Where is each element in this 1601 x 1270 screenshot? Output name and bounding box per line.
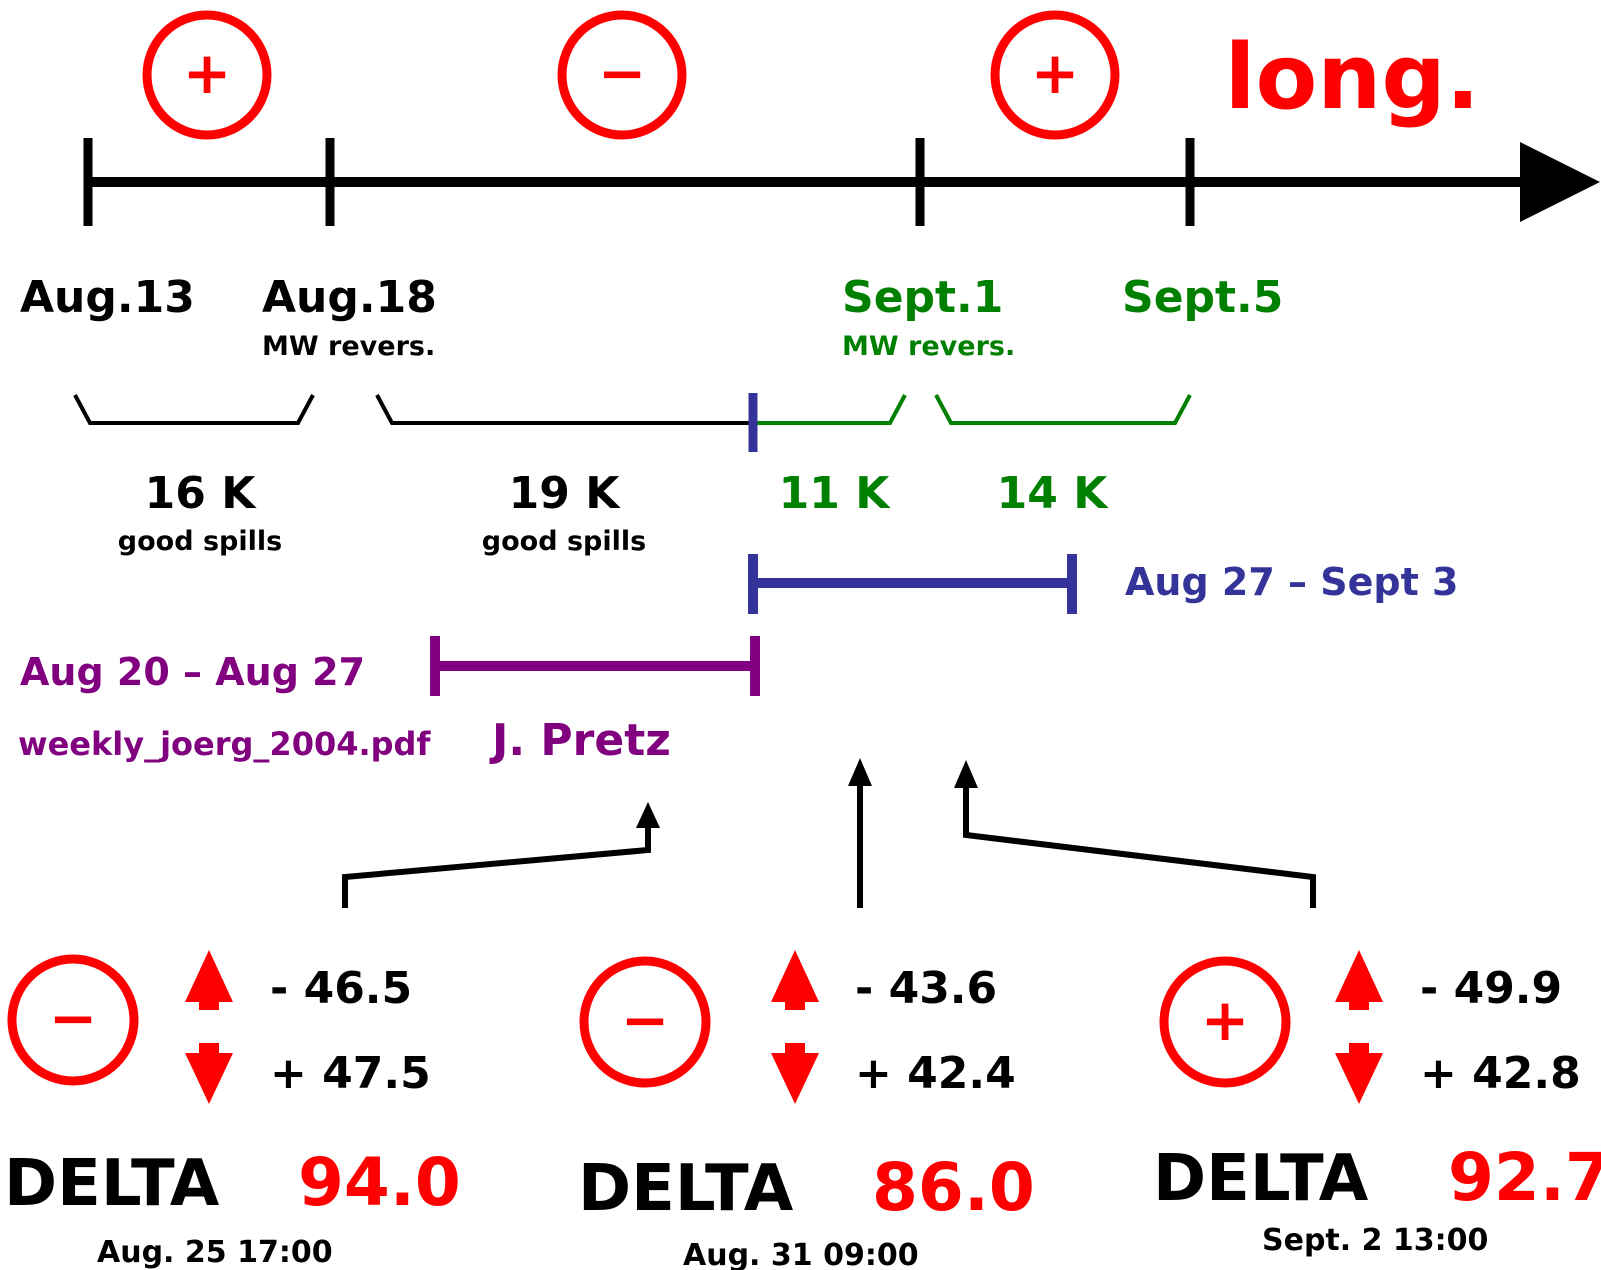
period-count-3: 11 K — [779, 468, 892, 519]
author-reference: J. Pretz — [489, 715, 671, 766]
date-sept1: Sept.1 — [842, 272, 1003, 323]
measurement-3: + - 49.9 + 42.8 DELTA 92.7 Sept. 2 13:00 — [1153, 950, 1601, 1258]
measurement-polarity-sign: − — [621, 986, 670, 1054]
arrow-down-icon — [185, 1043, 233, 1104]
measurement-minus-value: - 43.6 — [855, 963, 997, 1014]
measurement-plus-value: + 47.5 — [270, 1048, 431, 1099]
measurement-polarity-sign: − — [49, 984, 98, 1052]
polarity-sign-3: + — [1031, 39, 1080, 107]
arrowhead-icon — [636, 802, 660, 828]
arrow-up-icon — [1335, 950, 1383, 1010]
measurement-polarity-sign: + — [1201, 986, 1250, 1054]
delta-label: DELTA — [578, 1152, 794, 1226]
delta-label: DELTA — [4, 1147, 220, 1221]
polarity-sign-1: + — [183, 39, 232, 107]
arrowhead-icon — [848, 758, 872, 786]
top-polarity-plus-2: + — [990, 10, 1120, 140]
arrowhead-icon — [1520, 142, 1600, 222]
bracket-period-3 — [753, 394, 907, 425]
arrowhead-icon — [954, 760, 978, 788]
timeline-axis — [83, 138, 1600, 226]
date-aug13: Aug.13 — [20, 272, 195, 323]
polarity-sign-2: − — [598, 39, 647, 107]
range-label-blue: Aug 27 – Sept 3 — [1125, 560, 1458, 604]
arrow-down-icon — [1335, 1043, 1383, 1104]
axis-label-long: long. — [1225, 25, 1480, 130]
period-sub-1: good spills — [118, 526, 282, 557]
date-aug18-sub: MW revers. — [262, 331, 435, 362]
bracket-period-1 — [73, 394, 315, 425]
range-label-purple: Aug 20 – Aug 27 — [20, 650, 365, 694]
range-bar-blue — [748, 554, 1077, 614]
measurement-plus-value: + 42.4 — [855, 1048, 1016, 1099]
bracket-period-2 — [375, 394, 753, 425]
measurement-2: − - 43.6 + 42.4 DELTA 86.0 Aug. 31 09:00 — [578, 950, 1035, 1270]
connector-arrow-2 — [848, 758, 872, 908]
arrow-up-icon — [771, 950, 819, 1010]
delta-value: 86.0 — [872, 1149, 1035, 1226]
connector-arrow-1 — [342, 802, 660, 908]
top-polarity-minus: − — [557, 10, 687, 140]
connector-arrow-3 — [954, 760, 1316, 908]
date-sept1-sub: MW revers. — [842, 331, 1015, 362]
measurement-time: Sept. 2 13:00 — [1262, 1223, 1488, 1258]
file-reference: weekly_joerg_2004.pdf — [18, 725, 431, 763]
measurement-polarity-circle — [7, 954, 139, 1086]
measurement-time: Aug. 31 09:00 — [683, 1238, 919, 1270]
measurement-minus-value: - 49.9 — [1420, 963, 1562, 1014]
period-sub-2: good spills — [482, 526, 646, 557]
range-bar-purple — [430, 636, 760, 696]
date-sept5: Sept.5 — [1122, 272, 1283, 323]
measurement-1: − - 46.5 + 47.5 DELTA 94.0 Aug. 25 17:00 — [4, 950, 461, 1270]
measurement-time: Aug. 25 17:00 — [97, 1235, 333, 1270]
measurement-polarity-circle — [1159, 956, 1291, 1088]
bracket-period-4 — [934, 394, 1192, 425]
measurement-plus-value: + 42.8 — [1420, 1048, 1581, 1099]
measurement-minus-value: - 46.5 — [270, 963, 412, 1014]
top-polarity-plus-1: + — [142, 10, 272, 140]
delta-value: 94.0 — [298, 1144, 461, 1221]
arrow-down-icon — [771, 1043, 819, 1104]
date-aug18: Aug.18 — [262, 272, 437, 323]
period-count-2: 19 K — [509, 468, 622, 519]
delta-value: 92.7 — [1448, 1139, 1601, 1216]
period-count-1: 16 K — [145, 468, 258, 519]
arrow-up-icon — [185, 950, 233, 1010]
period-count-4: 14 K — [997, 468, 1110, 519]
delta-label: DELTA — [1153, 1142, 1369, 1216]
measurement-polarity-circle — [579, 956, 711, 1088]
